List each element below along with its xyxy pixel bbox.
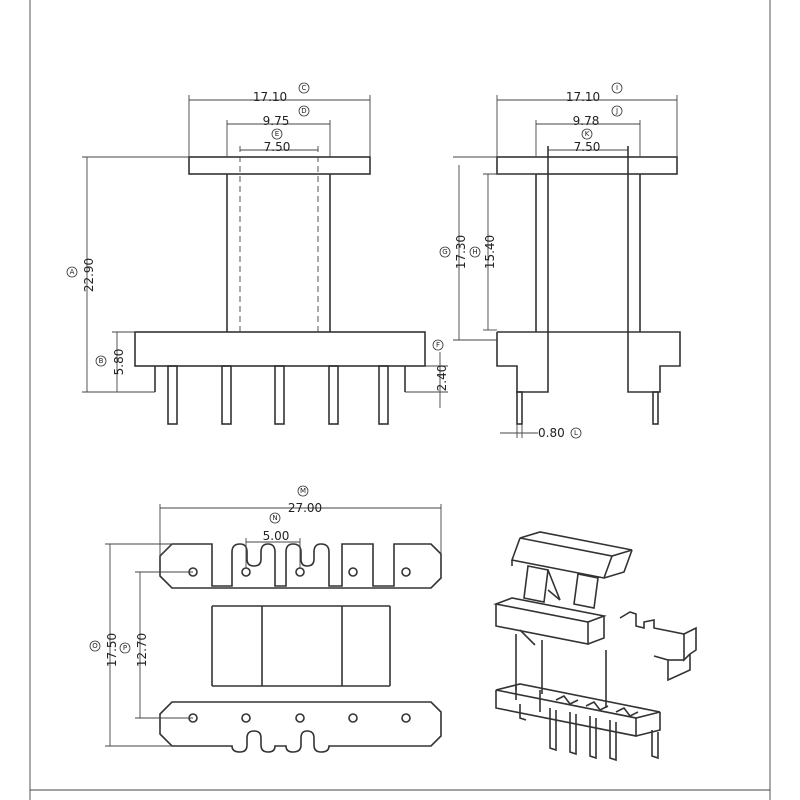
- front-view: 17.10 C 9.75 D 7.50 E 22.90 A 5.80 B 2.4…: [66, 82, 449, 425]
- side-inner-width-value: 7.50: [574, 140, 601, 154]
- top-length-label: M: [300, 487, 306, 495]
- side-height-outer-value: 17.30: [454, 235, 468, 269]
- front-base: [134, 331, 426, 367]
- top-pitch-label: N: [272, 514, 277, 522]
- top-view: 27.00 M 5.00 N 17.50 O 12.70 P: [89, 485, 442, 753]
- side-base-right: [497, 331, 681, 393]
- front-mid-width-label: D: [301, 107, 306, 115]
- isometric-view: [493, 531, 697, 762]
- top-pitch-value: 5.00: [263, 529, 290, 543]
- side-top-flange: [496, 156, 678, 175]
- side-pin-width-label: L: [574, 429, 578, 437]
- side-height-outer-label: G: [442, 248, 447, 256]
- side-pin-width-value: 0.80: [538, 426, 565, 440]
- front-top-width-value: 17.10: [253, 90, 287, 104]
- front-pins: [167, 365, 389, 425]
- front-base-height-value: 5.80: [112, 349, 126, 376]
- top-flange-upper: [159, 543, 442, 589]
- top-width-outer-value: 17.50: [105, 633, 119, 667]
- front-mid-width-value: 9.75: [263, 114, 290, 128]
- side-inner-width-label: K: [585, 130, 590, 138]
- side-base-left: [496, 332, 549, 393]
- side-pin-left: [516, 391, 523, 425]
- front-top-flange: [188, 156, 371, 175]
- side-top-width-label: I: [616, 84, 618, 92]
- front-base-height-label: B: [99, 357, 104, 365]
- top-width-inner-label: P: [123, 644, 127, 652]
- iso-pins: [519, 704, 659, 762]
- side-pin-right: [652, 391, 659, 425]
- front-pin-offset-value: 2.40: [435, 365, 449, 392]
- front-height-value: 22.90: [82, 258, 96, 292]
- top-width-outer-label: O: [92, 642, 98, 650]
- side-top-width-value: 17.10: [566, 90, 600, 104]
- front-height-label: A: [70, 268, 75, 276]
- top-length-value: 27.00: [288, 501, 322, 515]
- side-height-inner-value: 15.40: [483, 235, 497, 269]
- front-inner-width-value: 7.50: [264, 140, 291, 154]
- side-mid-width-value: 9.78: [573, 114, 600, 128]
- front-top-width-label: C: [302, 84, 307, 92]
- top-width-inner-value: 12.70: [135, 633, 149, 667]
- top-flange-lower: [159, 701, 442, 753]
- front-pin-offset-label: F: [436, 341, 440, 349]
- side-view: 17.10 I 9.78 J 7.50 K 17.30 G 15.40 H 0.…: [439, 82, 681, 440]
- top-holes-lower: [188, 713, 411, 723]
- front-inner-width-label: E: [275, 130, 279, 138]
- side-height-inner-label: H: [472, 248, 477, 256]
- side-mid-width-label: J: [615, 107, 618, 115]
- top-holes-upper: [188, 567, 411, 577]
